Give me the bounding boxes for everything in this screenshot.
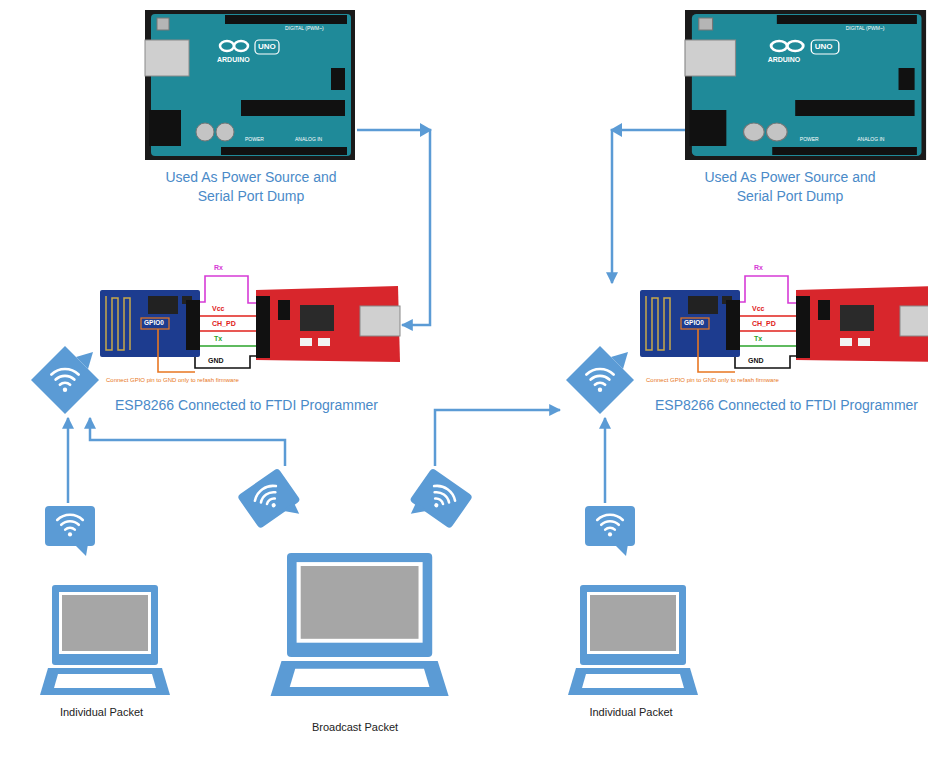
note: Connect GPIO pin to GND only to refash f…	[646, 377, 779, 383]
wifi-symbol	[51, 369, 78, 392]
board-label: POWER	[245, 137, 264, 142]
bubble-tail	[611, 352, 628, 369]
pin-label: GND	[748, 357, 764, 364]
board-label: ARDUINO	[217, 56, 250, 63]
diamond-shape	[31, 346, 99, 414]
wifi-symbol	[425, 482, 458, 514]
connector-arrow	[612, 130, 685, 283]
pin-label: Vcc	[212, 305, 224, 312]
pin-label: Vcc	[752, 305, 764, 312]
board-label: ARDUINO	[768, 56, 801, 63]
caption: Used As Power Source and Serial Port Dum…	[695, 168, 885, 206]
board-label: UNO	[258, 43, 276, 51]
bubble-shape	[45, 506, 95, 546]
bubble-tail	[76, 352, 93, 369]
wifi-symbol	[586, 369, 613, 392]
pin-label: Rx	[214, 264, 223, 271]
arduino-board: Used As Power Source and Serial Port Dum…	[145, 10, 357, 210]
board-label: ANALOG IN	[857, 137, 884, 142]
connector-arrow	[357, 130, 430, 325]
connector-arrow	[604, 418, 607, 503]
esp8266-module: ESP8266 Connected to FTDI Programmer	[560, 283, 928, 418]
wifi-symbol	[57, 515, 83, 537]
wifi-bubble	[403, 468, 473, 538]
wifi-bubble	[237, 468, 307, 538]
bubble-tail	[282, 503, 300, 521]
bubble-tail	[614, 544, 628, 556]
pin-label: GPIO0	[144, 320, 164, 327]
connector-arrow	[67, 418, 70, 503]
caption: Used As Power Source and Serial Port Dum…	[156, 168, 346, 206]
caption: ESP8266 Connected to FTDI Programmer	[655, 396, 918, 415]
note: Connect GPIO pin to GND only to refash f…	[106, 377, 239, 383]
pin-label: CH_PD	[752, 320, 776, 327]
diamond-shape	[566, 346, 634, 414]
esp-ftdi-module	[100, 276, 400, 372]
wifi-symbol	[597, 515, 623, 537]
connector-arrow	[90, 418, 285, 466]
laptop: Individual Packet	[572, 503, 692, 723]
board-label: POWER	[800, 137, 819, 142]
pin-label: Rx	[754, 264, 763, 271]
wifi-diamond	[31, 346, 99, 414]
bubble-shape	[585, 506, 635, 546]
laptop	[40, 585, 170, 695]
laptop	[271, 553, 449, 696]
caption-group: Individual Packet	[572, 705, 690, 719]
caption: Individual Packet	[38, 705, 165, 719]
wifi-bubble	[585, 506, 635, 556]
caption: Individual Packet	[572, 705, 690, 719]
connector-arrow	[435, 410, 560, 466]
board-label: ANALOG IN	[295, 137, 322, 142]
caption-group: Individual Packet	[38, 705, 165, 719]
arduino-board: Used As Power Source and Serial Port Dum…	[685, 10, 926, 210]
board-label: DIGITAL (PWM~)	[846, 26, 885, 31]
caption: ESP8266 Connected to FTDI Programmer	[115, 396, 378, 415]
caption-group: Used As Power Source and Serial Port Dum…	[695, 168, 885, 206]
esp-ftdi-module	[640, 276, 928, 372]
caption: Broadcast Packet	[235, 720, 475, 734]
caption-group: ESP8266 Connected to FTDI Programmer	[115, 396, 378, 415]
bubble-tail	[409, 503, 427, 521]
bubble-tail	[74, 544, 88, 556]
board-label: UNO	[815, 43, 833, 51]
wifi-diamond	[566, 346, 634, 414]
bubble-shape	[409, 468, 473, 529]
laptop: Individual Packet	[38, 503, 167, 723]
pin-label: GPIO0	[684, 320, 704, 327]
laptop	[568, 585, 698, 695]
arduino-board	[685, 10, 926, 160]
pin-label: Tx	[214, 335, 222, 342]
caption-group: Used As Power Source and Serial Port Dum…	[156, 168, 346, 206]
pin-label: CH_PD	[212, 320, 236, 327]
wifi-bubble	[45, 506, 95, 556]
pin-label: GND	[208, 357, 224, 364]
arduino-board	[145, 10, 355, 160]
board-label: DIGITAL (PWM~)	[285, 26, 324, 31]
pin-label: Tx	[754, 335, 762, 342]
wifi-symbol	[252, 482, 285, 514]
caption-group: Broadcast Packet	[235, 720, 475, 734]
laptop: Broadcast Packet	[235, 466, 477, 738]
caption-group: ESP8266 Connected to FTDI Programmer	[655, 396, 918, 415]
bubble-shape	[237, 468, 301, 529]
